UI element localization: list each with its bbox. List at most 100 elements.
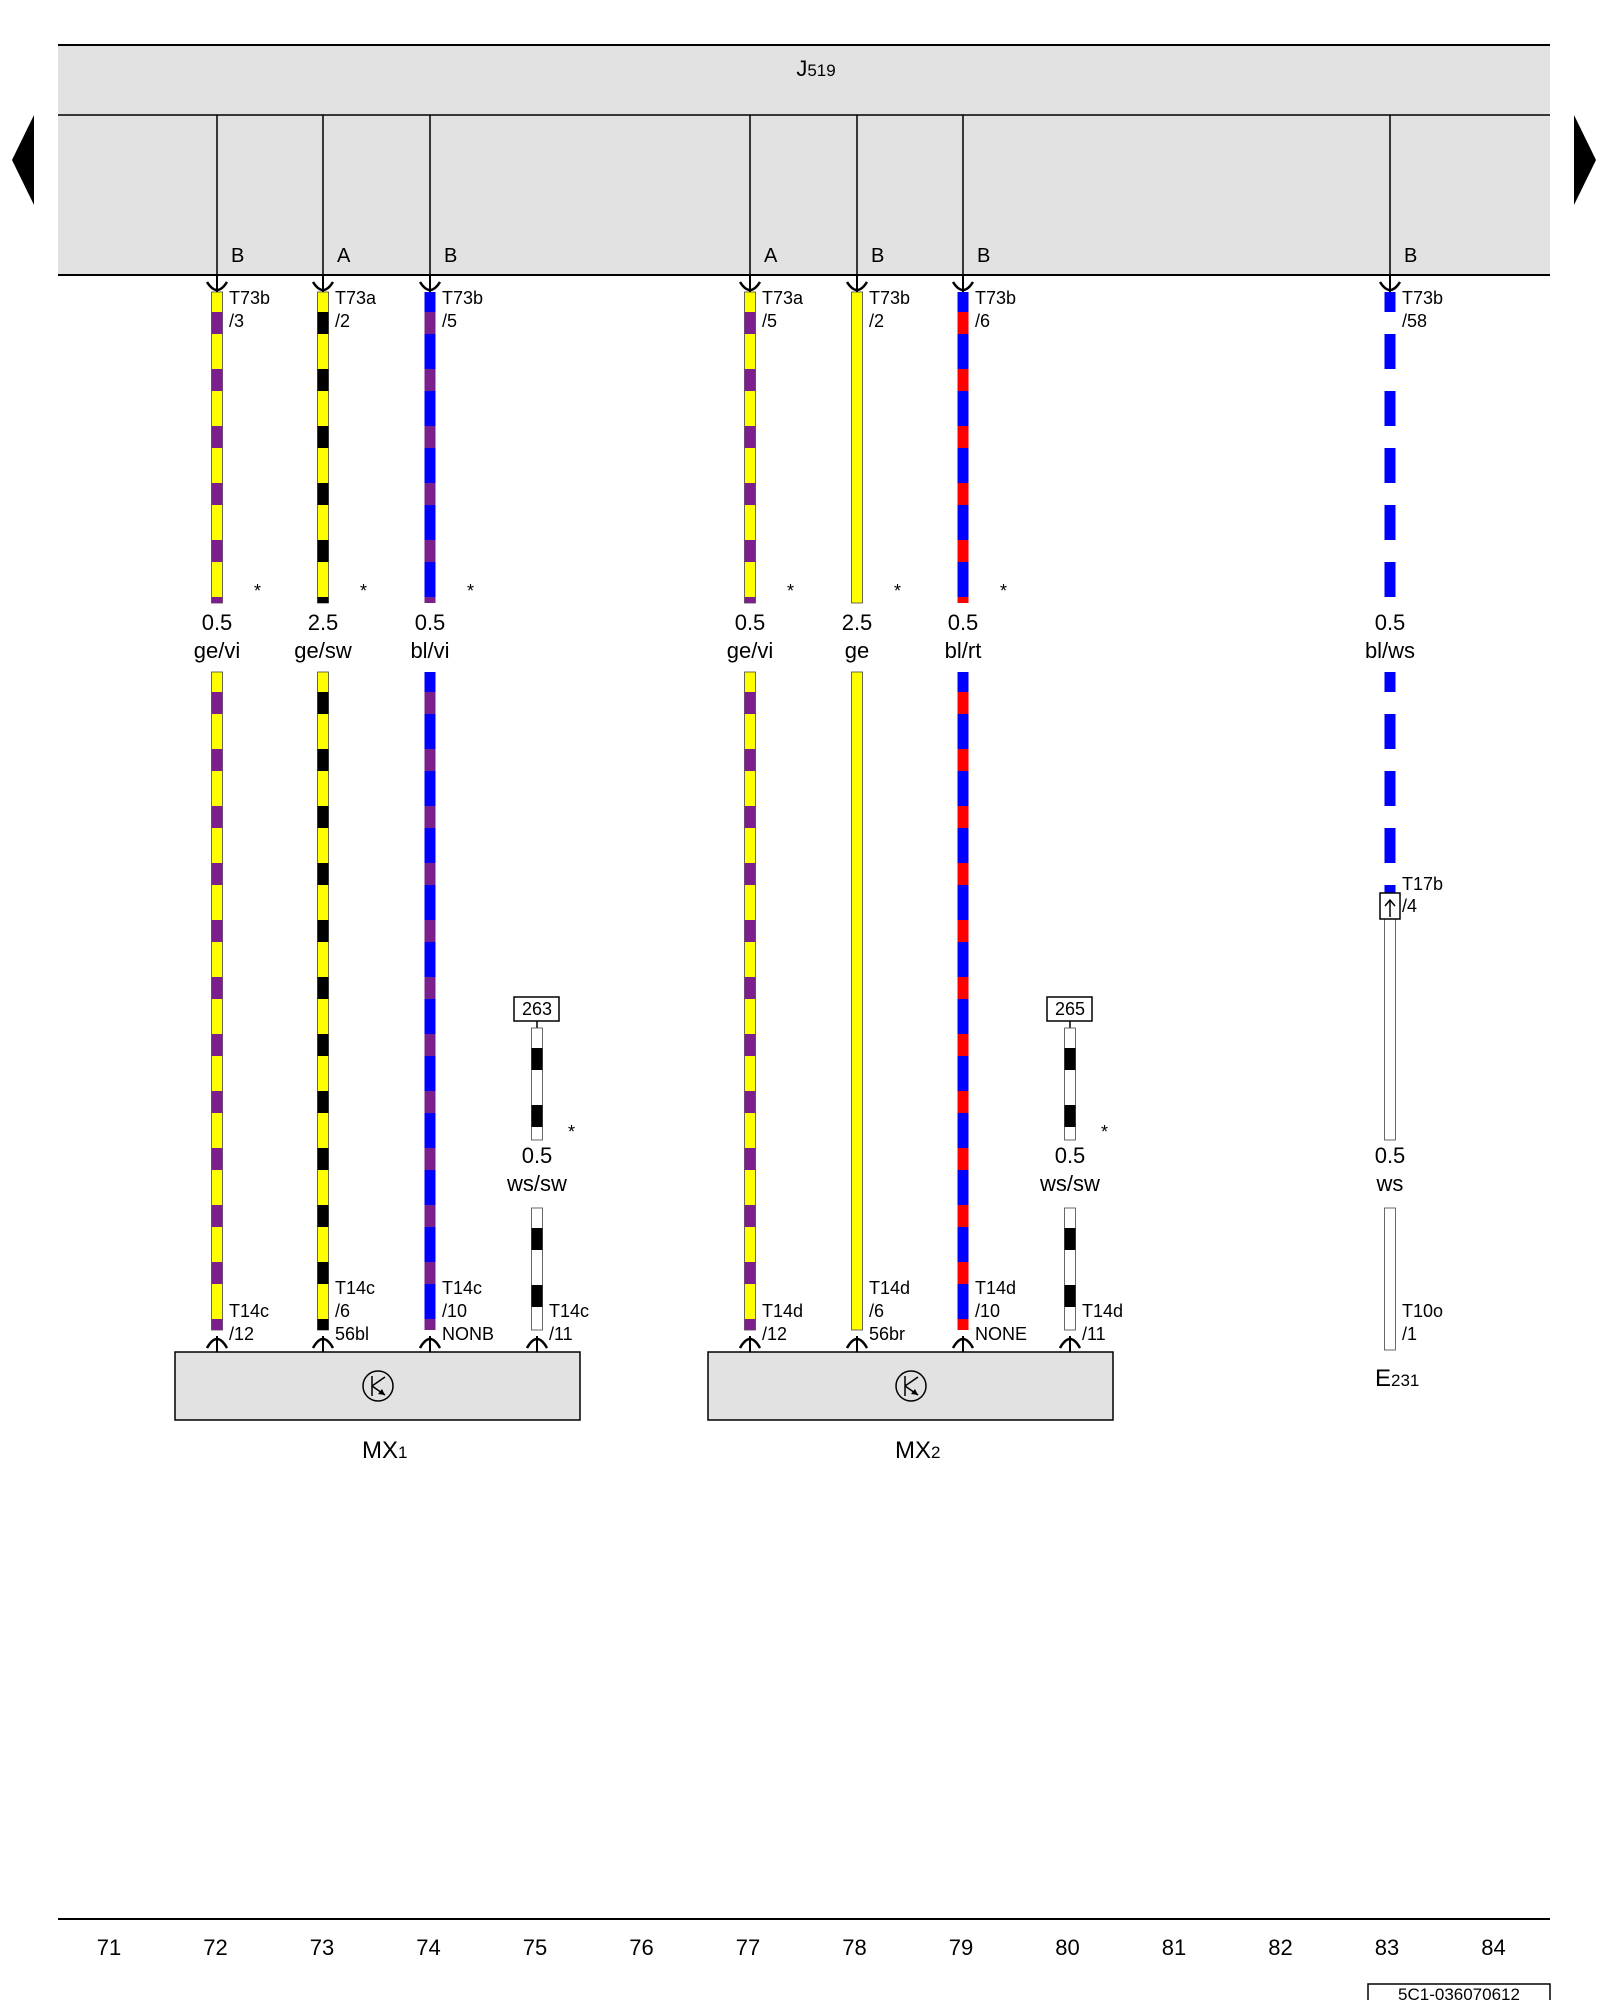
wire-size: 0.5 — [1375, 610, 1406, 635]
grid-column-number: 83 — [1375, 1935, 1399, 1960]
pin-number: /11 — [549, 1324, 573, 1344]
star-mark: * — [467, 581, 474, 601]
reference-265[interactable]: 265 — [1046, 996, 1093, 1022]
pin-label: T17b — [1402, 874, 1443, 894]
grid-column-number: 72 — [203, 1935, 227, 1960]
wire-labels: 0.5 ge/vi 2.5 ge/sw 0.5 bl/vi 0.5 ge/vi … — [194, 610, 1415, 1196]
pin-label: T73b — [869, 288, 910, 308]
pin-label: T14c — [335, 1278, 375, 1298]
wire-color-code: ge/vi — [194, 638, 240, 663]
pin-number: /3 — [229, 311, 244, 331]
pin-label: T73b — [229, 288, 270, 308]
page-prev-icon[interactable] — [12, 115, 34, 205]
component-mx2[interactable]: MX2 — [707, 1351, 1114, 1464]
star-mark: * — [568, 1122, 575, 1142]
component-e231-label[interactable]: E231 — [1375, 1365, 1419, 1392]
grid-column-number: 74 — [416, 1935, 440, 1960]
plug-letter: A — [764, 245, 778, 267]
star-mark: * — [254, 581, 261, 601]
star-mark: * — [360, 581, 367, 601]
wire-size: 0.5 — [522, 1143, 553, 1168]
wire-layer — [205, 275, 1402, 1352]
pin-label: T14c — [549, 1301, 589, 1321]
star-mark: * — [1101, 1122, 1108, 1142]
wire-segment — [1384, 672, 1396, 893]
wire-segment — [744, 671, 756, 1331]
wire-segment — [424, 292, 436, 603]
wire-segment — [424, 672, 436, 1330]
document-id: 5C1-036070612 — [1367, 1983, 1551, 2000]
grid-column-number: 79 — [949, 1935, 973, 1960]
pin-label: T14c — [442, 1278, 482, 1298]
plug-letter: B — [1404, 245, 1417, 267]
pin-label: T14d — [869, 1278, 910, 1298]
connector-t17b: T17b /4 — [1379, 874, 1443, 920]
pin-label: T14d — [975, 1278, 1016, 1298]
wire-size: 0.5 — [735, 610, 766, 635]
wire-segment — [317, 291, 329, 604]
wire-color-code: ws/sw — [506, 1171, 567, 1196]
page-next-icon[interactable] — [1574, 115, 1596, 205]
wire-segment — [211, 671, 223, 1331]
pin-label: T73b — [1402, 288, 1443, 308]
pin-number: /1 — [1402, 1324, 1417, 1344]
component-label: MX1 — [362, 1437, 407, 1464]
wire-color-code: ge/sw — [294, 638, 352, 663]
wire-segment — [211, 291, 223, 604]
star-mark: * — [894, 581, 901, 601]
wire-segment — [1064, 1207, 1076, 1331]
pin-number: /10 — [442, 1301, 467, 1321]
grid-column-number: 81 — [1162, 1935, 1186, 1960]
pin-number: /6 — [869, 1301, 884, 1321]
lamp-icon — [895, 1370, 927, 1402]
lamp-icon — [362, 1370, 394, 1402]
wire-segment — [1384, 292, 1396, 603]
wire-segment — [531, 1207, 543, 1331]
reference-263[interactable]: 263 — [513, 996, 560, 1022]
pin-label: T10o — [1402, 1301, 1443, 1321]
module-internal-lines — [216, 115, 1391, 275]
wire-size: 0.5 — [948, 610, 979, 635]
pin-number: /4 — [1402, 896, 1417, 916]
component-mx1[interactable]: MX1 — [174, 1351, 581, 1464]
pin-number: /58 — [1402, 311, 1427, 331]
pin-number: /5 — [442, 311, 457, 331]
pin-extra: 56br — [869, 1324, 905, 1344]
wire-segment — [744, 291, 756, 604]
plug-letter: A — [337, 245, 351, 267]
grid-column-number: 73 — [310, 1935, 334, 1960]
wire-segment — [851, 671, 863, 1331]
pin-label: T73a — [762, 288, 804, 308]
wire-color-code: bl/rt — [945, 638, 982, 663]
wire-color-code: ge — [845, 638, 869, 663]
pin-label: T73b — [975, 288, 1016, 308]
plug-letter: B — [231, 245, 244, 267]
pin-extra: 56bl — [335, 1324, 369, 1344]
grid-column-number: 76 — [629, 1935, 653, 1960]
wire-size: 0.5 — [415, 610, 446, 635]
pin-number: /2 — [869, 311, 884, 331]
pin-label: T14d — [1082, 1301, 1123, 1321]
pin-label: T73b — [442, 288, 483, 308]
wire-segment — [1384, 918, 1396, 1141]
wire-segment — [957, 672, 969, 1330]
wire-size: 0.5 — [1055, 1143, 1086, 1168]
reference-number: 265 — [1055, 999, 1085, 1019]
component-label: MX2 — [895, 1437, 940, 1464]
grid-column-number: 82 — [1268, 1935, 1292, 1960]
wire-color-code: ws — [1376, 1171, 1404, 1196]
wire-segment — [1384, 1207, 1396, 1351]
pin-label: T14c — [229, 1301, 269, 1321]
pin-number: /6 — [975, 311, 990, 331]
wire-color-code: ge/vi — [727, 638, 773, 663]
wire-size: 0.5 — [1375, 1143, 1406, 1168]
top-pin-labels: T73b /3 T73a /2 T73b /5 T73a /5 T73b /2 … — [229, 288, 1443, 331]
plug-letter: B — [977, 245, 990, 267]
pin-number: /11 — [1082, 1324, 1106, 1344]
plug-letter: B — [444, 245, 457, 267]
pin-number: /2 — [335, 311, 350, 331]
wire-size: 2.5 — [842, 610, 873, 635]
wire-size: 0.5 — [202, 610, 233, 635]
